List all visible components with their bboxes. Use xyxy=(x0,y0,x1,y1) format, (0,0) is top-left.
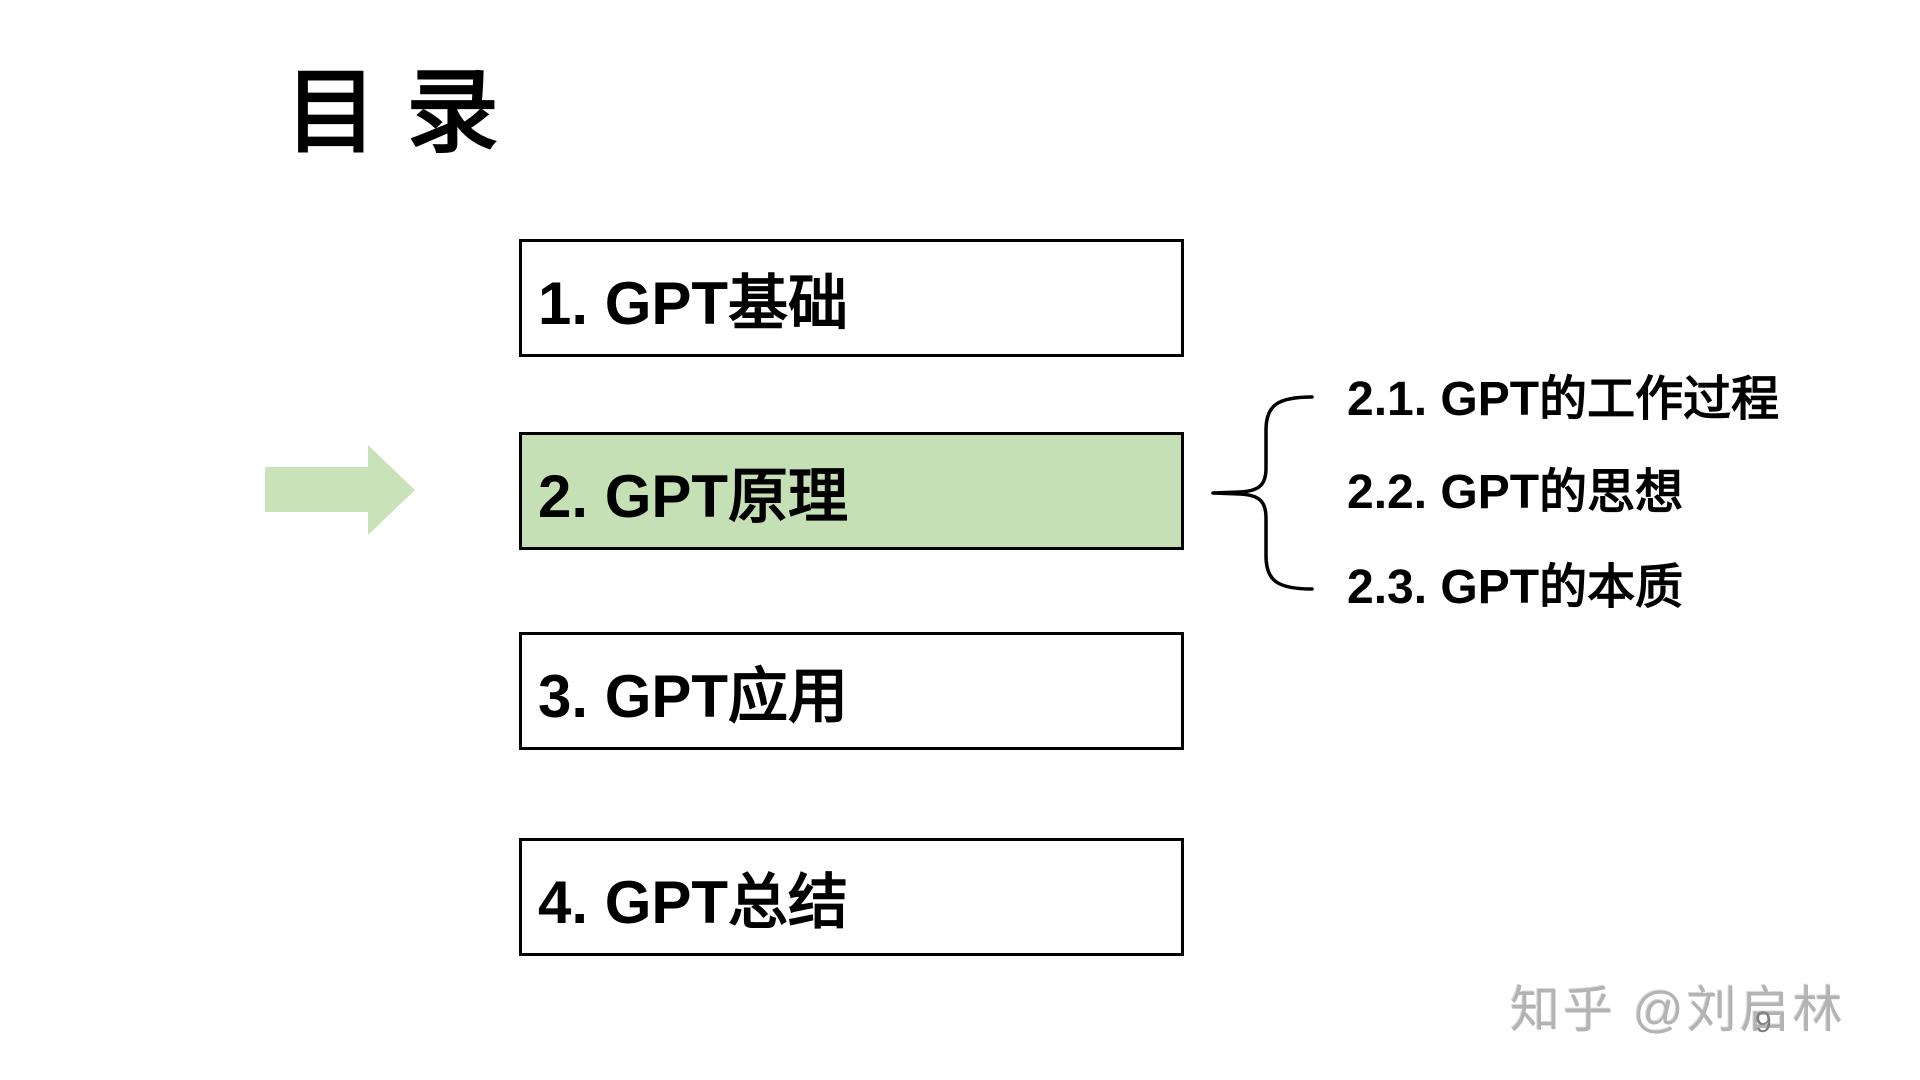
brace-connector xyxy=(1211,395,1314,591)
page-number: 9 xyxy=(1755,1006,1772,1039)
toc-subitem-2-2: 2.2. GPT的思想 xyxy=(1347,466,1684,519)
toc-subitem-2-1: 2.1. GPT的工作过程 xyxy=(1347,373,1780,426)
toc-subitem-2-3: 2.3. GPT的本质 xyxy=(1347,561,1684,614)
watermark: 知乎 @刘启林 xyxy=(1510,982,1846,1038)
toc-item-2-highlighted: 2. GPT原理 xyxy=(519,432,1184,550)
toc-item-1: 1. GPT基础 xyxy=(519,239,1184,357)
toc-item-3: 3. GPT应用 xyxy=(519,632,1184,750)
toc-item-4: 4. GPT总结 xyxy=(519,838,1184,956)
highlight-arrow-icon xyxy=(265,445,415,535)
slide-title: 目 录 xyxy=(285,62,501,164)
